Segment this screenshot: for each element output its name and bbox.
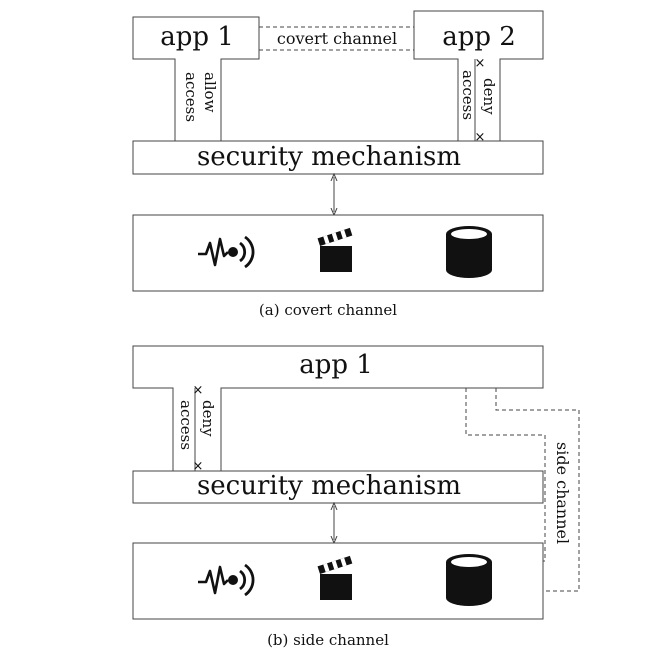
covert-channel-path: [259, 26, 414, 51]
security-mechanism-box-a: [132, 140, 544, 175]
deny-label-b: deny: [199, 400, 217, 437]
deny-access-label-b: access: [177, 400, 195, 450]
side-channel-path-outer: [495, 388, 580, 592]
covert-channel-label: covert channel: [277, 29, 397, 48]
allow-label: allow: [201, 72, 219, 113]
caption-a: (a) covert channel: [259, 301, 397, 319]
security-mechanism-box-b: [132, 470, 544, 504]
security-mechanism-label-a: security mechanism: [197, 142, 461, 172]
panel-b: app 1 deny access × × security mechanism…: [132, 345, 580, 649]
app1-label-a: app 1: [160, 22, 234, 52]
panel-a: app 1 app 2 covert channel allow access …: [132, 10, 544, 319]
database-icon: [446, 554, 492, 606]
deny-x-bottom-b: ×: [193, 459, 204, 474]
database-icon: [446, 226, 492, 278]
security-mechanism-label-b: security mechanism: [197, 471, 461, 501]
deny-x-top-b: ×: [193, 383, 204, 398]
side-channel-path-inner: [465, 388, 546, 562]
caption-b: (b) side channel: [267, 631, 389, 649]
allow-access-label: access: [182, 72, 200, 122]
deny-x-bottom-a: ×: [475, 130, 486, 145]
app1-label-b: app 1: [299, 350, 373, 380]
side-channel-label: side channel: [553, 442, 572, 544]
deny-access-label-a: access: [459, 70, 477, 120]
app2-label-a: app 2: [442, 22, 516, 52]
deny-label-a: deny: [480, 78, 498, 115]
deny-x-top-a: ×: [475, 56, 486, 71]
